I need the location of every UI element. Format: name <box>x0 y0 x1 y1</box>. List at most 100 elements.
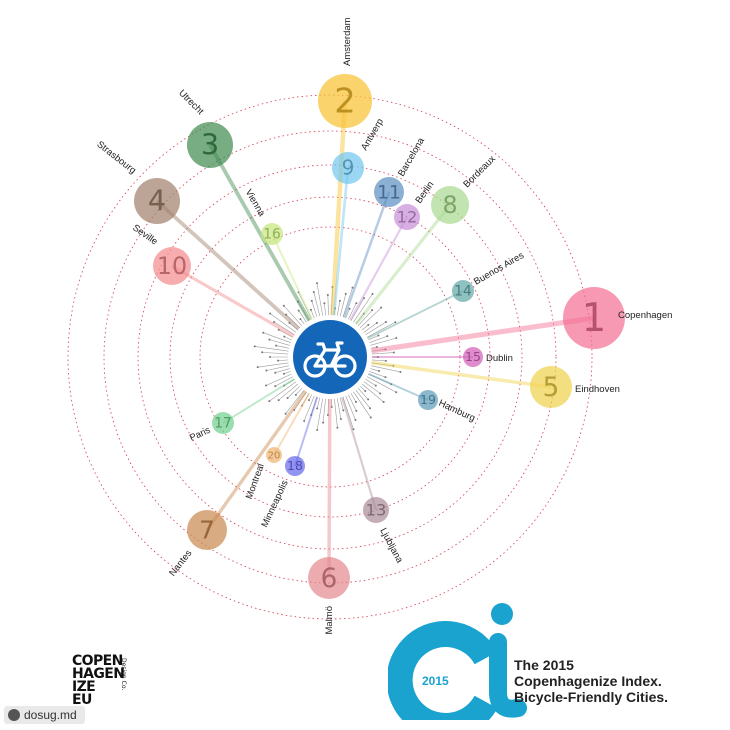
spike <box>257 362 291 368</box>
spike <box>369 359 386 362</box>
spike <box>301 391 311 406</box>
spike-dot <box>386 335 389 338</box>
spike-dot <box>273 321 276 324</box>
ci-i-dot <box>491 603 513 625</box>
spike <box>316 395 321 409</box>
logo-subtitle: Design Co. <box>120 658 127 691</box>
rank-bubble[interactable] <box>394 204 420 230</box>
rank-bubble[interactable] <box>452 280 474 302</box>
spike <box>363 377 376 386</box>
logo-line: IZE <box>72 679 96 695</box>
city-label: Montreal <box>244 462 267 501</box>
spike-dot <box>310 299 313 302</box>
spike-dot <box>384 348 387 351</box>
rank-label: 15 <box>465 349 481 364</box>
rank-label: 4 <box>148 184 166 218</box>
rank-bubble[interactable] <box>308 557 350 599</box>
spike-dot <box>342 409 345 412</box>
spike-dot <box>395 336 398 339</box>
rank-bubble[interactable] <box>134 178 180 224</box>
rank-label: 14 <box>454 284 472 300</box>
spike-dot <box>286 396 289 399</box>
rank-bubble[interactable] <box>431 186 469 224</box>
watermark-text: dosug.md <box>24 708 77 722</box>
spike-dot <box>382 400 385 403</box>
rank-bubble[interactable] <box>187 510 227 550</box>
rank-bubble[interactable] <box>212 412 234 434</box>
spike <box>293 389 308 411</box>
spike-dot <box>331 286 334 289</box>
spike-dot <box>256 366 259 369</box>
spike <box>363 321 387 337</box>
rank-bubble[interactable] <box>530 366 572 408</box>
spike-dot <box>378 370 381 373</box>
spike-dot <box>282 304 285 307</box>
rank-label: 7 <box>199 515 215 544</box>
rank-bubble[interactable] <box>463 347 483 367</box>
spike <box>356 386 369 400</box>
spike-dot <box>283 335 286 338</box>
watermark[interactable]: dosug.md <box>4 706 85 724</box>
spike <box>298 292 313 322</box>
spike <box>289 322 300 332</box>
rank-bubble[interactable] <box>261 223 283 245</box>
rank-bubble[interactable] <box>153 247 191 285</box>
spike <box>339 395 344 411</box>
logo-line: COPEN <box>72 653 123 669</box>
rank-bubble[interactable] <box>418 390 438 410</box>
city-label: Ljubljana <box>377 526 405 565</box>
spike-dot <box>336 426 339 429</box>
rank-label: 1 <box>582 296 607 341</box>
city-label: Amsterdam <box>342 17 353 66</box>
logo-line: EU <box>72 692 92 708</box>
spike-dot <box>384 321 387 324</box>
spike-dot <box>384 359 387 362</box>
spike <box>362 322 378 334</box>
rank-label: 9 <box>342 156 355 180</box>
spike-dot <box>323 302 326 305</box>
spike <box>360 382 384 403</box>
spike <box>269 313 298 334</box>
rank-bubble[interactable] <box>187 122 233 168</box>
spike-dot <box>394 321 397 324</box>
spike <box>362 380 381 394</box>
rank-label: 8 <box>442 191 457 219</box>
rank-bubble[interactable] <box>563 287 625 349</box>
spike <box>278 382 300 401</box>
title-line: The 2015 <box>514 657 574 673</box>
spike-dot <box>316 428 319 431</box>
spike-dot <box>312 290 315 293</box>
spike-dot <box>369 416 372 419</box>
spike-dot <box>316 407 319 410</box>
rank-label: 11 <box>377 182 401 203</box>
spike-dot <box>253 345 256 348</box>
spike <box>342 287 353 320</box>
spike-dot <box>371 309 374 312</box>
spike <box>339 293 347 319</box>
ci-c-shape <box>388 621 498 720</box>
spike <box>298 310 308 325</box>
rank-bubble[interactable] <box>285 456 305 476</box>
rank-bubble[interactable] <box>332 152 364 184</box>
spike <box>369 365 401 373</box>
spike-dot <box>326 294 329 297</box>
spike-dot <box>275 344 278 347</box>
city-label: Dublin <box>486 353 513 364</box>
spike-dot <box>367 398 370 401</box>
spike <box>365 321 396 339</box>
spike <box>367 335 388 344</box>
rank-bubble[interactable] <box>318 74 372 128</box>
rank-bubble[interactable] <box>266 447 282 463</box>
spike <box>356 309 373 328</box>
spike-dot <box>399 370 402 373</box>
spike-dot <box>362 312 365 315</box>
spike-dot <box>277 359 280 362</box>
rank-bubble[interactable] <box>363 497 389 523</box>
city-label: Copenhagen <box>618 310 672 321</box>
spike-dot <box>384 376 387 379</box>
spike-dot <box>375 346 378 349</box>
spike-dot <box>355 409 358 412</box>
spike <box>283 305 304 328</box>
spike-dot <box>274 385 277 388</box>
rank-bubble[interactable] <box>374 177 404 207</box>
